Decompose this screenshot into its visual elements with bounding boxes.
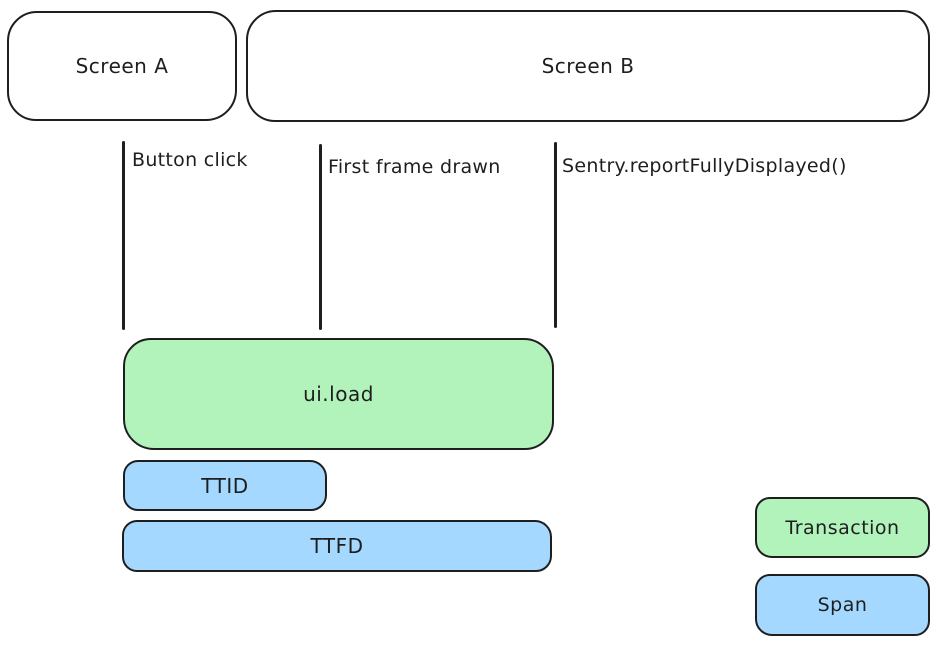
first-frame-drawn-event-label: First frame drawn bbox=[328, 156, 501, 178]
ui-load-transaction-label: ui.load bbox=[303, 382, 374, 406]
legend-transaction-label: Transaction bbox=[785, 516, 900, 539]
screen-b-label: Screen B bbox=[541, 54, 635, 78]
button-click-event-label: Button click bbox=[132, 149, 248, 171]
report-fully-displayed-event-label: Sentry.reportFullyDisplayed() bbox=[562, 155, 847, 177]
legend-span-box: Span bbox=[755, 574, 930, 636]
ttfd-span-bar: TTFD bbox=[122, 520, 552, 572]
report-fully-displayed-event-line bbox=[554, 142, 557, 328]
ttfd-span-label: TTFD bbox=[310, 534, 364, 558]
screen-a-box: Screen A bbox=[7, 11, 237, 121]
button-click-event-line bbox=[122, 141, 125, 330]
screen-a-label: Screen A bbox=[75, 54, 169, 78]
screen-b-box: Screen B bbox=[246, 10, 930, 122]
ttid-span-label: TTID bbox=[201, 473, 249, 498]
legend-transaction-box: Transaction bbox=[755, 497, 930, 558]
legend-span-label: Span bbox=[817, 594, 868, 616]
ttid-span-bar: TTID bbox=[123, 460, 327, 511]
ui-load-transaction-bar: ui.load bbox=[123, 338, 554, 450]
first-frame-drawn-event-line bbox=[319, 144, 322, 330]
